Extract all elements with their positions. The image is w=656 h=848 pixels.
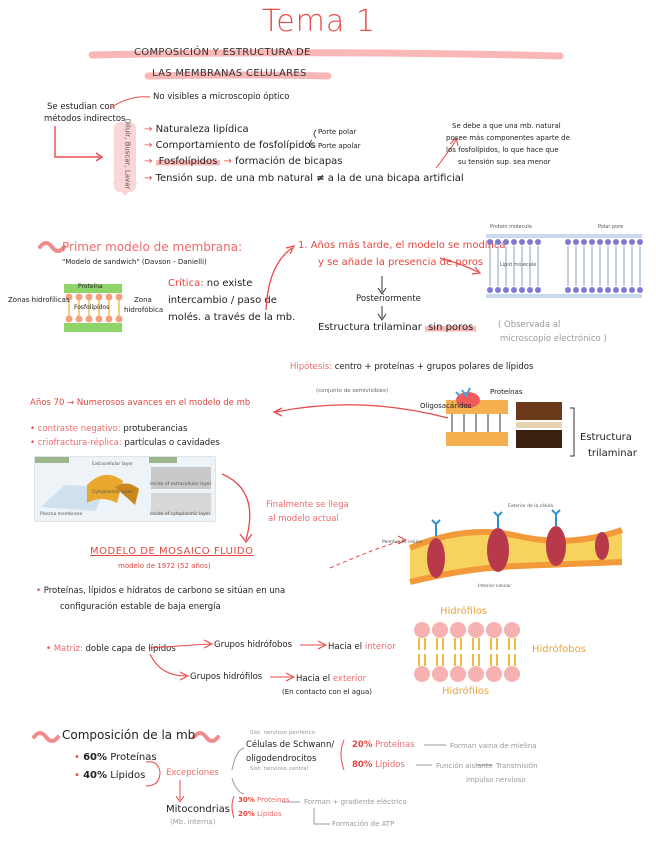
- schwann-2: oligodendrocitos: [246, 754, 316, 764]
- ex20-line: 20% Proteínas: [352, 740, 415, 750]
- schwann-1: Células de Schwann/: [246, 740, 334, 750]
- m20-line: 20% Lípidos: [238, 810, 282, 818]
- snp-note: Sist. nervioso periférico: [250, 730, 315, 736]
- funcion-aislante: Función aislante: [436, 762, 493, 770]
- mb-interna: (Mb. interna): [170, 818, 215, 826]
- formacion-atp: Formación de ATP: [332, 820, 394, 828]
- transmision: Transmisión: [496, 762, 538, 770]
- composicion-heading: Composición de la mb: [62, 728, 195, 742]
- forman-vaina: Forman vaina de mielina: [450, 742, 537, 750]
- snc-note: Sist. nervioso central: [250, 766, 308, 772]
- comp-40: • 40% Lípidos: [74, 770, 145, 781]
- m-forman: Forman + gradiente eléctrico: [304, 798, 407, 806]
- ex80-line: 80% Lípidos: [352, 760, 405, 770]
- impulso-nervioso: impulso nervioso: [466, 776, 526, 784]
- comp-60: • 60% Proteínas: [74, 752, 157, 763]
- m30-line: 30% Proteínas: [238, 796, 289, 804]
- excepciones: Excepciones: [166, 768, 219, 778]
- mitocondrias: Mitocondrias: [166, 804, 230, 815]
